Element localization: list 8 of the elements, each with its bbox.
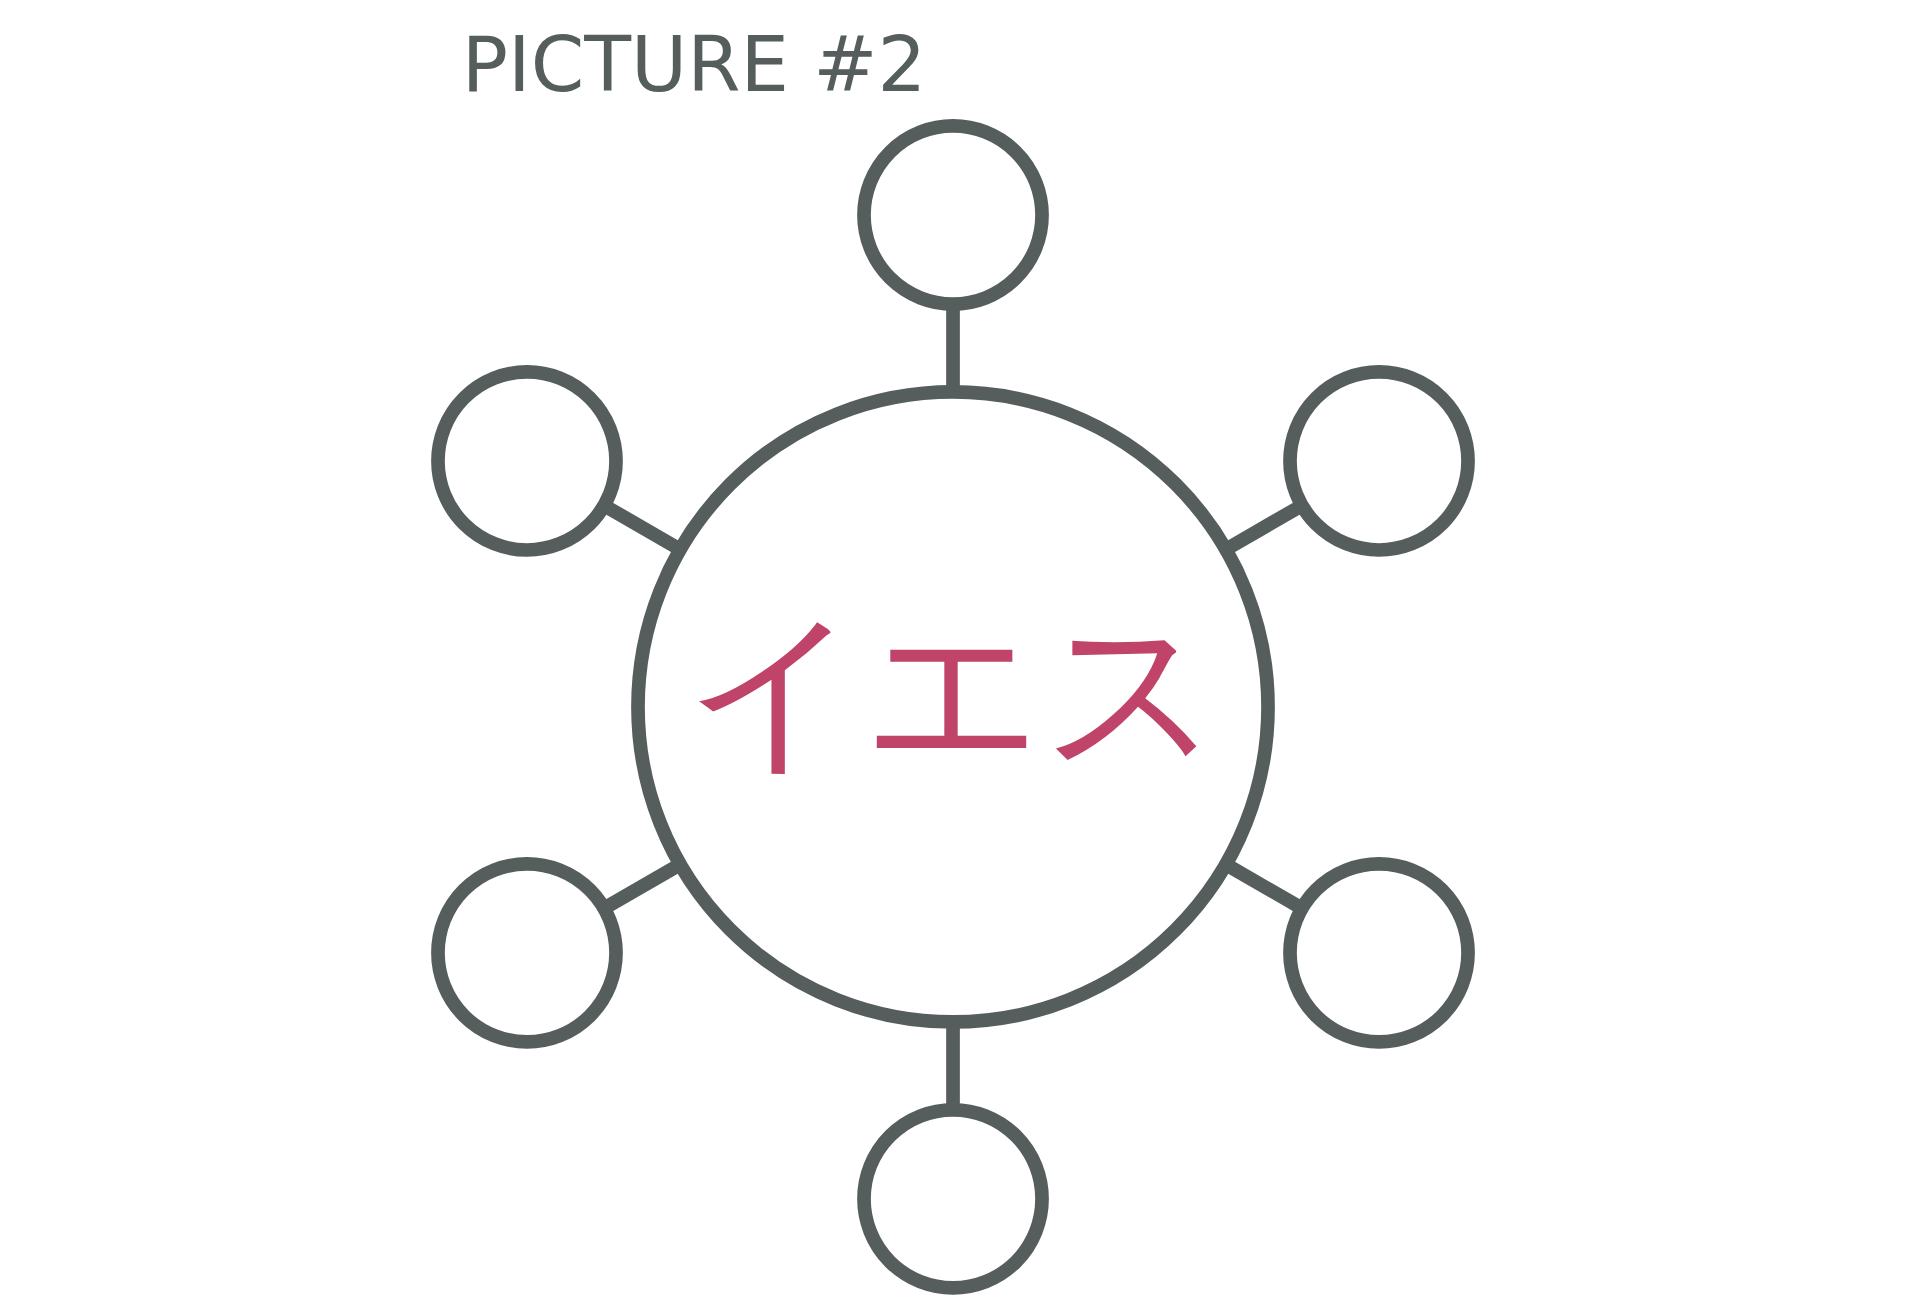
node-circle (430, 857, 623, 1049)
node-circle (856, 1102, 1049, 1295)
node-circle (1282, 857, 1475, 1049)
diagram-title: PICTURE #2 (461, 20, 926, 110)
node-circle (430, 365, 623, 557)
node-circle (1282, 365, 1475, 557)
node-circle (856, 119, 1049, 311)
node-circle: イエス (630, 385, 1275, 1029)
